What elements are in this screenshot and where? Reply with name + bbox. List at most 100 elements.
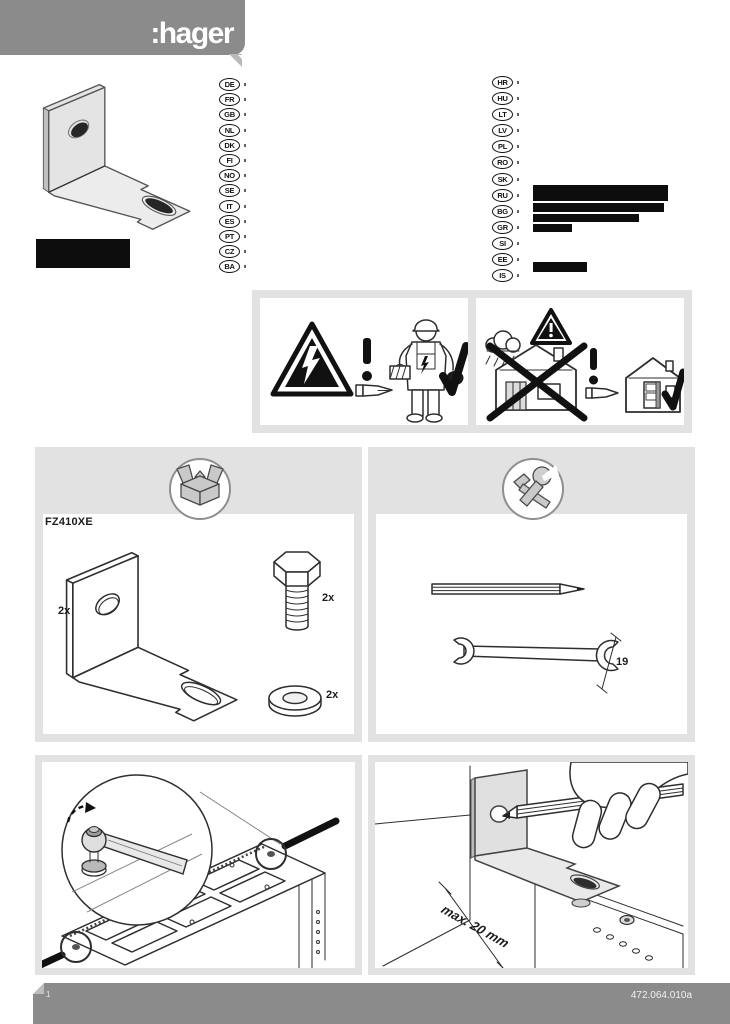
illegible-text-block: [36, 239, 130, 268]
text-start-mark: [244, 128, 246, 132]
language-badge: FR: [219, 93, 240, 107]
language-badge: IS: [492, 269, 513, 283]
text-start-mark: [244, 143, 246, 147]
text-start-mark: [517, 129, 519, 133]
text-start-mark: [244, 219, 246, 223]
footer-bar: [33, 983, 730, 1024]
text-start-mark: [244, 83, 246, 86]
language-badge: BA: [219, 260, 240, 274]
illegible-text-block: [533, 185, 668, 201]
language-row: FR: [219, 93, 246, 107]
language-badge: EE: [492, 253, 513, 267]
text-start-mark: [244, 189, 246, 193]
wrench-size-label: 19: [616, 656, 629, 668]
warning-qualified-person-panel: [260, 298, 468, 425]
language-badge: NL: [219, 123, 240, 137]
open-end-wrench-illustration: [453, 632, 622, 694]
ratchet-tightening-illustration: [42, 774, 340, 968]
language-badge: CZ: [219, 245, 240, 259]
language-row: HR: [492, 76, 519, 89]
language-row: PT: [219, 229, 246, 243]
text-start-mark: [517, 241, 519, 245]
page-number: 1: [46, 990, 51, 999]
language-row: LT: [492, 108, 519, 122]
language-list-left: DE FR GB NL DK FI NO SE IT ES PT CZ BA: [219, 78, 246, 274]
pointing-hand-icon: [355, 384, 393, 397]
washer-illustration: [268, 685, 322, 717]
language-row: RU: [492, 188, 519, 202]
language-badge: DK: [219, 138, 240, 152]
pointing-hand-icon: [585, 387, 619, 399]
language-badge: ES: [219, 214, 240, 228]
language-badge: BG: [492, 204, 513, 218]
safety-warning-section: [252, 290, 692, 433]
language-badge: PL: [492, 140, 513, 154]
step-marking-panel: max. 20 mm: [368, 755, 695, 975]
language-row: LV: [492, 124, 519, 138]
illegible-text-block: [533, 262, 587, 272]
language-badge: FI: [219, 153, 240, 167]
header-bar: :hager: [0, 0, 245, 55]
language-badge: NO: [219, 169, 240, 183]
bracket-qty-label: 2x: [58, 605, 71, 617]
language-row: GB: [219, 108, 246, 122]
text-start-mark: [244, 98, 246, 102]
rain-cloud-icon: [485, 330, 521, 367]
bracket-content-illustration: [65, 551, 238, 722]
language-badge: HR: [492, 76, 513, 89]
text-start-mark: [517, 81, 519, 84]
language-row: CZ: [219, 245, 246, 259]
hex-bolt-illustration: [273, 551, 321, 631]
product-reference: FZ410XE: [45, 516, 93, 528]
language-badge: SK: [492, 172, 513, 186]
illegible-text-block: [533, 224, 572, 232]
exclamation-icon: [589, 348, 598, 385]
worker-illustration: [389, 319, 464, 423]
language-row: BA: [219, 260, 246, 274]
language-row: DK: [219, 138, 246, 152]
language-badge: PT: [219, 229, 240, 243]
washer-qty-label: 2x: [326, 689, 339, 701]
header-fold-highlight: [238, 55, 247, 64]
tools-icon: [502, 458, 564, 520]
language-row: NL: [219, 123, 246, 137]
text-start-mark: [517, 274, 519, 278]
language-badge: SI: [492, 236, 513, 250]
checkmark-icon: [439, 342, 468, 396]
crossed-out-outdoor-house-illustration: [486, 342, 588, 422]
bracket-illustration: [42, 83, 191, 230]
step-fasten-canvas: [42, 762, 355, 968]
language-row: SE: [219, 184, 246, 198]
language-badge: RO: [492, 156, 513, 170]
language-badge: GB: [219, 108, 240, 122]
language-list-right: HR HU LT LV PL RO SK RU BG GR SI EE IS: [492, 76, 519, 283]
text-start-mark: [517, 193, 519, 197]
illegible-text-block: [533, 203, 664, 212]
pencil-marking-illustration: [375, 762, 688, 968]
language-row: EE: [492, 253, 519, 267]
text-start-mark: [244, 158, 246, 162]
language-badge: LV: [492, 124, 513, 138]
text-start-mark: [244, 204, 246, 208]
bolt-qty-label: 2x: [322, 592, 335, 604]
text-start-mark: [244, 113, 246, 117]
warning-indoor-use-panel: [476, 298, 684, 425]
language-badge: GR: [492, 220, 513, 234]
step-marking-canvas: max. 20 mm: [375, 762, 688, 968]
language-row: RO: [492, 156, 519, 170]
hager-logo: :hager: [150, 17, 234, 50]
text-start-mark: [244, 174, 246, 178]
language-row: PL: [492, 140, 519, 154]
language-row: IT: [219, 199, 246, 213]
language-badge: RU: [492, 188, 513, 202]
language-row: NO: [219, 169, 246, 183]
text-start-mark: [517, 113, 519, 117]
electrician-warning-illustration: [270, 319, 468, 423]
language-row: SK: [492, 172, 519, 186]
document-ref: 472.064.010a: [630, 990, 692, 1001]
text-start-mark: [517, 161, 519, 165]
language-row: FI: [219, 153, 246, 167]
language-badge: DE: [219, 78, 240, 91]
language-row: HU: [492, 92, 519, 106]
checkmark-icon: [661, 368, 684, 411]
